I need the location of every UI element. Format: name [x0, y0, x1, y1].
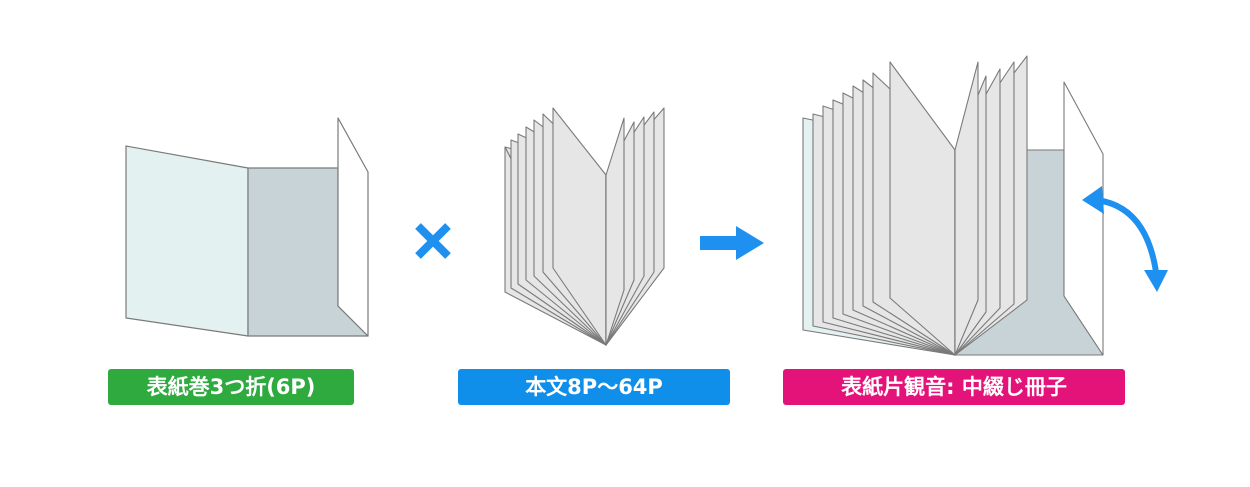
body-pages-illustration: [504, 107, 665, 346]
result-flap: [1063, 81, 1104, 356]
cover-label: 表紙巻3つ折(6P): [108, 369, 354, 405]
body-label: 本文8P〜64P: [458, 369, 730, 405]
cover-flap-panel: [337, 117, 369, 337]
multiply-icon: [415, 223, 451, 259]
cover-trifold-illustration: [125, 117, 369, 337]
curved-arrow-icon: [1082, 186, 1168, 292]
result-label: 表紙片観音: 中綴じ冊子: [783, 369, 1125, 405]
result-booklet-illustration: [802, 55, 1104, 356]
arrow-right-icon: [700, 226, 764, 260]
cover-front-panel: [125, 145, 249, 337]
